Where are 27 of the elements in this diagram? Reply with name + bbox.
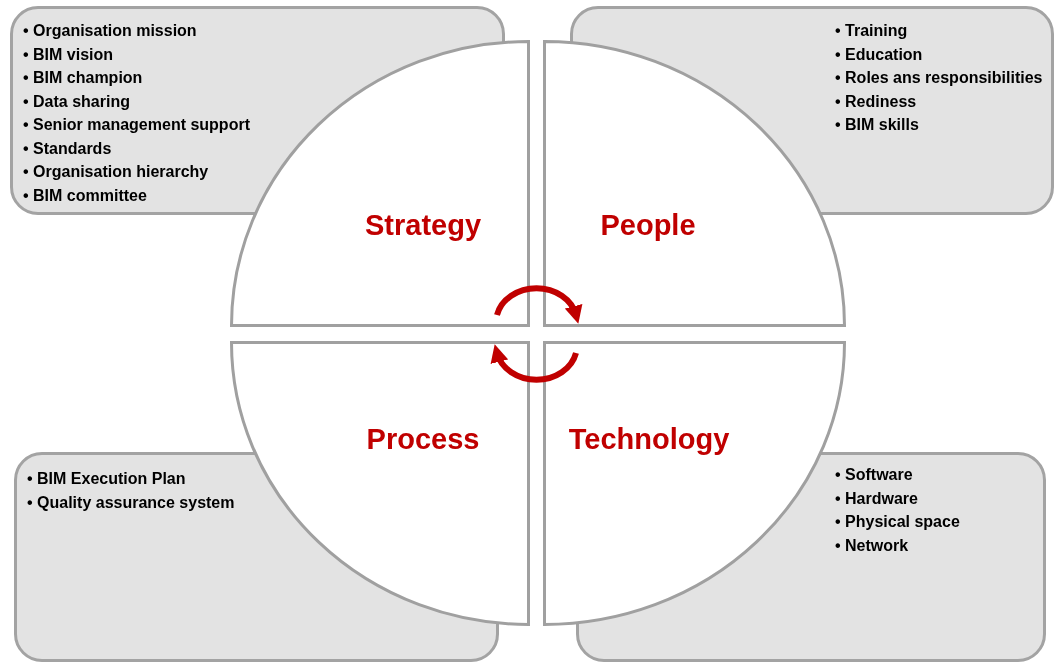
bullet-item: • Training <box>835 21 909 41</box>
cycle-arrow <box>491 344 579 383</box>
segment-label: Strategy <box>365 208 481 244</box>
bullet-item: • BIM Execution Plan <box>27 469 187 489</box>
bullet-item: • Education <box>835 44 924 65</box>
quarter-circle-segment <box>543 40 846 327</box>
quarter-circle-segment <box>543 341 846 626</box>
bullet-item: • BIM champion <box>23 68 144 88</box>
bullet-item: • Organisation hierarchy <box>23 162 210 182</box>
segment-label: People <box>600 208 696 244</box>
bullet-item: • Rediness <box>835 91 918 112</box>
bullet-item: • Organisation mission <box>23 21 198 41</box>
bullet-item: • Quality assurance system <box>27 492 235 513</box>
bullet-item: • Standards <box>23 138 113 159</box>
bullet-item: • BIM skills <box>835 115 920 135</box>
bullet-item: • Physical space <box>835 512 960 532</box>
bullet-item: • Network <box>835 535 910 556</box>
cycle-arrow <box>494 285 582 324</box>
bullet-item: • Hardware <box>835 488 919 509</box>
bullet-item: • BIM vision <box>23 44 115 65</box>
bullet-item: • Data sharing <box>23 91 131 112</box>
bullet-item: • Roles ans responsibilities <box>835 68 1043 88</box>
bullet-item: • BIM committee <box>23 185 148 206</box>
bullet-item: • Senior management support <box>23 115 250 135</box>
segment-label: Process <box>366 422 480 458</box>
segment-label: Technology <box>568 422 730 458</box>
bullet-item: • Software <box>835 465 914 485</box>
